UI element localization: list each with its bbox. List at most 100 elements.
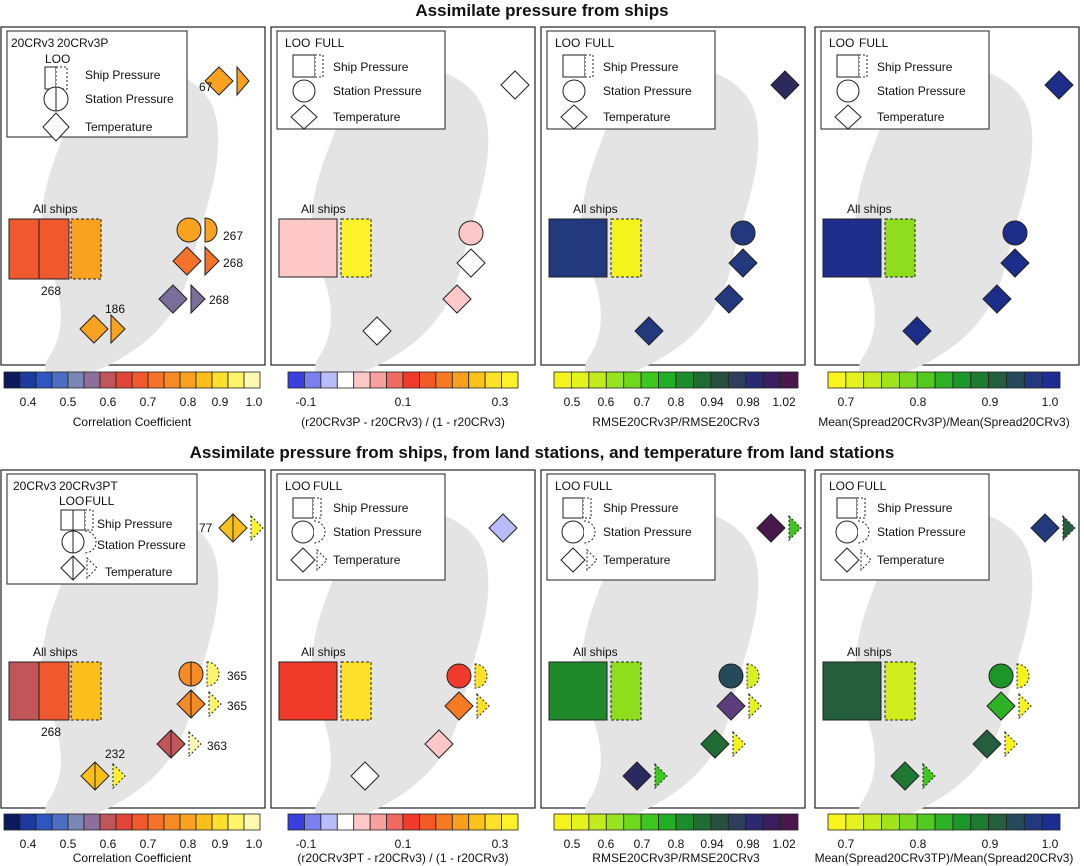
colorbar-cell xyxy=(468,371,486,389)
colorbar-cell xyxy=(147,813,165,831)
colorbar-cell xyxy=(386,813,404,831)
legend-item-ship: Ship Pressure xyxy=(85,68,161,82)
legend-item-temp: Temperature xyxy=(603,553,671,567)
legend-box: LOO FULL Ship Pressure Station Pressure … xyxy=(820,473,990,581)
colorbar-cell xyxy=(501,371,519,389)
panel-r2-c1: 20CRv3 20CRv3PT LOO FULL Ship Pressure S… xyxy=(0,469,266,822)
colorbar-cell xyxy=(1006,371,1025,389)
all-ships-label: All ships xyxy=(301,645,346,659)
marker-e-circle xyxy=(446,663,488,689)
legend-item-ship: Ship Pressure xyxy=(877,60,953,74)
colorbar-tick: 0.8 xyxy=(668,837,685,851)
colorbar-cell xyxy=(83,813,101,831)
colorbar-cell xyxy=(952,371,972,389)
colorbar-cell xyxy=(336,371,355,389)
legend-col-a: 20CRv3 xyxy=(11,36,55,50)
colorbar-label: RMSE20CRv3P/RMSE20CRv3 xyxy=(592,415,760,429)
marker-e-diamond xyxy=(172,245,220,277)
colorbar-cell xyxy=(571,813,590,831)
colorbar-cell xyxy=(67,371,85,389)
colorbar-cell xyxy=(179,371,197,389)
colorbar-cell xyxy=(827,813,847,831)
colorbar-tick: 0.7 xyxy=(838,395,855,409)
all-ships-label: All ships xyxy=(573,202,618,216)
colorbar-cell xyxy=(640,813,659,831)
colorbar-cell xyxy=(623,371,642,389)
colorbar-cell xyxy=(605,371,625,389)
colorbar-cell xyxy=(163,371,181,389)
marker-e-diamond xyxy=(456,248,486,278)
colorbar-cell xyxy=(553,813,572,831)
colorbar-tick: 0.8 xyxy=(668,395,685,409)
colorbar-cell xyxy=(451,813,470,831)
marker-e-circle xyxy=(988,663,1030,689)
legend-col-a: LOO xyxy=(285,479,310,493)
colorbar-cell xyxy=(827,371,847,389)
colorbar-cell xyxy=(1041,371,1061,389)
legend-col-a: LOO xyxy=(829,36,854,50)
colorbar-r2-c4: 0.7 0.8 0.9 1.0 Mean(Spread20CRv3TP)/Mea… xyxy=(815,813,1074,865)
all-ships-label: All ships xyxy=(847,202,892,216)
colorbar-cell xyxy=(623,813,642,831)
panel-r2-c4: LOO FULL Ship Pressure Station Pressure … xyxy=(814,469,1080,822)
marker-e-diamond xyxy=(716,691,762,721)
all-ships-marker xyxy=(8,661,102,721)
colorbar-label: (r20CRv3P - r20CRv3) / (1 - r20CRv3) xyxy=(301,415,505,429)
marker-ne xyxy=(1044,70,1074,100)
count-label: 365 xyxy=(227,699,247,713)
colorbar-cell xyxy=(67,813,85,831)
all-ships-marker xyxy=(548,218,642,278)
colorbar-cell xyxy=(745,813,764,831)
colorbar-cell xyxy=(131,813,149,831)
colorbar-cell xyxy=(83,371,101,389)
colorbar-label: Mean(Spread20CRv3P)/Mean(Spread20CRv3) xyxy=(818,415,1069,429)
marker-e-circle xyxy=(458,220,484,246)
colorbar-cell xyxy=(287,813,305,831)
count-label: 77 xyxy=(199,521,213,535)
legend-col-b: FULL xyxy=(583,479,613,493)
marker-e-diamond xyxy=(1000,248,1030,278)
colorbar-cell xyxy=(727,813,747,831)
colorbar-tick: 0.5 xyxy=(60,837,77,851)
colorbar-label: Mean(Spread20CRv3TP)/Mean(Spread20CRv3) xyxy=(815,851,1074,865)
legend-item-temp: Temperature xyxy=(877,553,945,567)
legend-item-station: Station Pressure xyxy=(877,84,966,98)
colorbar-cell xyxy=(881,371,900,389)
marker-s xyxy=(634,316,664,346)
colorbar-tick: 0.8 xyxy=(910,395,927,409)
colorbar-tick: 1.0 xyxy=(1042,837,1059,851)
colorbar-cell xyxy=(1023,813,1043,831)
colorbar-cell xyxy=(451,371,470,389)
marker-e-circle xyxy=(1002,220,1028,246)
panel-r1-c3: LOO FULL Ship Pressure Station Pressure … xyxy=(540,26,806,379)
marker-s xyxy=(79,313,126,345)
legend-box: 20CRv3 20CRv3PT LOO FULL Ship Pressure S… xyxy=(6,473,198,585)
colorbar-cell xyxy=(51,813,69,831)
colorbar-cell xyxy=(484,813,502,831)
colorbar-tick: 0.9 xyxy=(212,395,229,409)
colorbar-cell xyxy=(952,813,972,831)
colorbar-cell xyxy=(19,371,37,389)
colorbar-cell xyxy=(988,371,1007,389)
all-ships-marker xyxy=(8,218,102,280)
colorbar-cell xyxy=(163,813,181,831)
legend-col-a: LOO xyxy=(555,36,580,50)
colorbar-tick: 0.1 xyxy=(395,837,412,851)
colorbar-tick: 1.0 xyxy=(246,395,263,409)
colorbar-cell xyxy=(19,813,37,831)
colorbar-tick: 1.0 xyxy=(1042,395,1059,409)
colorbar-label: (r20CRv3PT - r20CRv3) / (1 - r20CRv3) xyxy=(297,851,508,865)
colorbar-cell xyxy=(484,371,502,389)
colorbar-cell xyxy=(419,371,437,389)
legend-sub-b: FULL xyxy=(85,494,115,508)
colorbar-cell xyxy=(553,371,572,389)
colorbar-cell xyxy=(640,371,659,389)
legend-sub-a: LOO xyxy=(59,494,84,508)
colorbar-cell xyxy=(195,813,213,831)
colorbar-cell xyxy=(320,371,338,389)
colorbar-cell xyxy=(916,371,936,389)
colorbar-cell xyxy=(658,813,677,831)
colorbar-cell xyxy=(1041,813,1061,831)
legend-col-b: 20CRv3PT xyxy=(59,479,118,493)
colorbar-cell xyxy=(898,813,918,831)
